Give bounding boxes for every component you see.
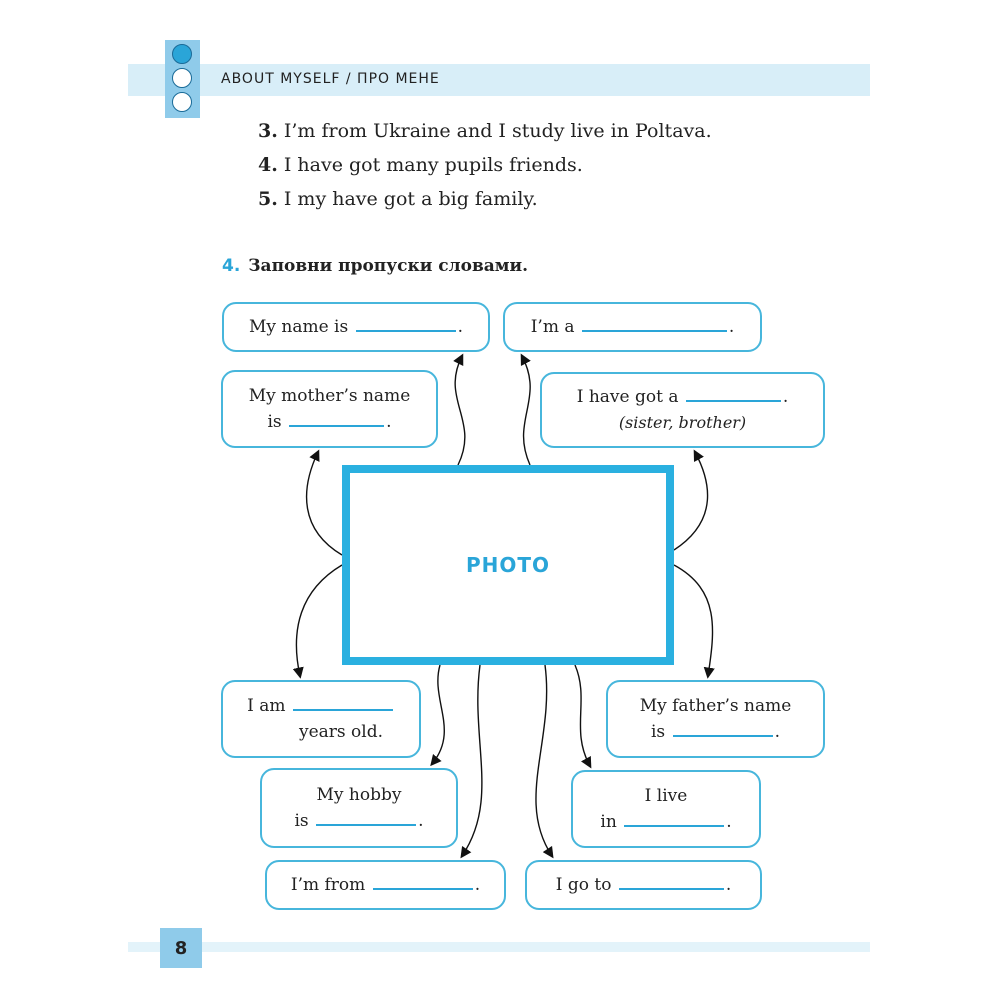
sentence-4: 4. I have got many pupils friends. [258,154,583,176]
sentence-3: 3. I’m from Ukraine and I study live in … [258,120,712,142]
blank-input[interactable] [316,810,417,826]
photo-placeholder: PHOTO [342,465,674,665]
empty-circle-icon [172,92,192,112]
blank-input[interactable] [292,695,393,711]
box-go-to: I go to . [525,860,762,910]
box-have-got: I have got a .(sister, brother) [540,372,825,448]
box-im-a: I’m a . [503,302,762,352]
blank-input[interactable] [624,811,725,827]
blank-input[interactable] [372,874,473,890]
blank-input[interactable] [581,316,727,332]
empty-circle-icon [172,68,192,88]
task-heading: 4.Заповни пропуски словами. [222,256,529,276]
level-indicator [165,40,200,118]
blank-input[interactable] [355,316,456,332]
page-number: 8 [160,928,202,968]
footer-band [128,942,870,952]
box-i-am: I am years old. [221,680,421,758]
filled-circle-icon [172,44,192,64]
box-my-name: My name is . [222,302,490,352]
header-band [128,64,870,96]
blank-input[interactable] [672,721,773,737]
sentence-5: 5. I my have got a big family. [258,188,538,210]
blank-input[interactable] [618,874,724,890]
box-from: I’m from . [265,860,506,910]
blank-input[interactable] [685,386,781,402]
section-title: ABOUT MYSELF / ПРО МЕНЕ [221,71,440,87]
blank-input[interactable] [289,411,385,427]
